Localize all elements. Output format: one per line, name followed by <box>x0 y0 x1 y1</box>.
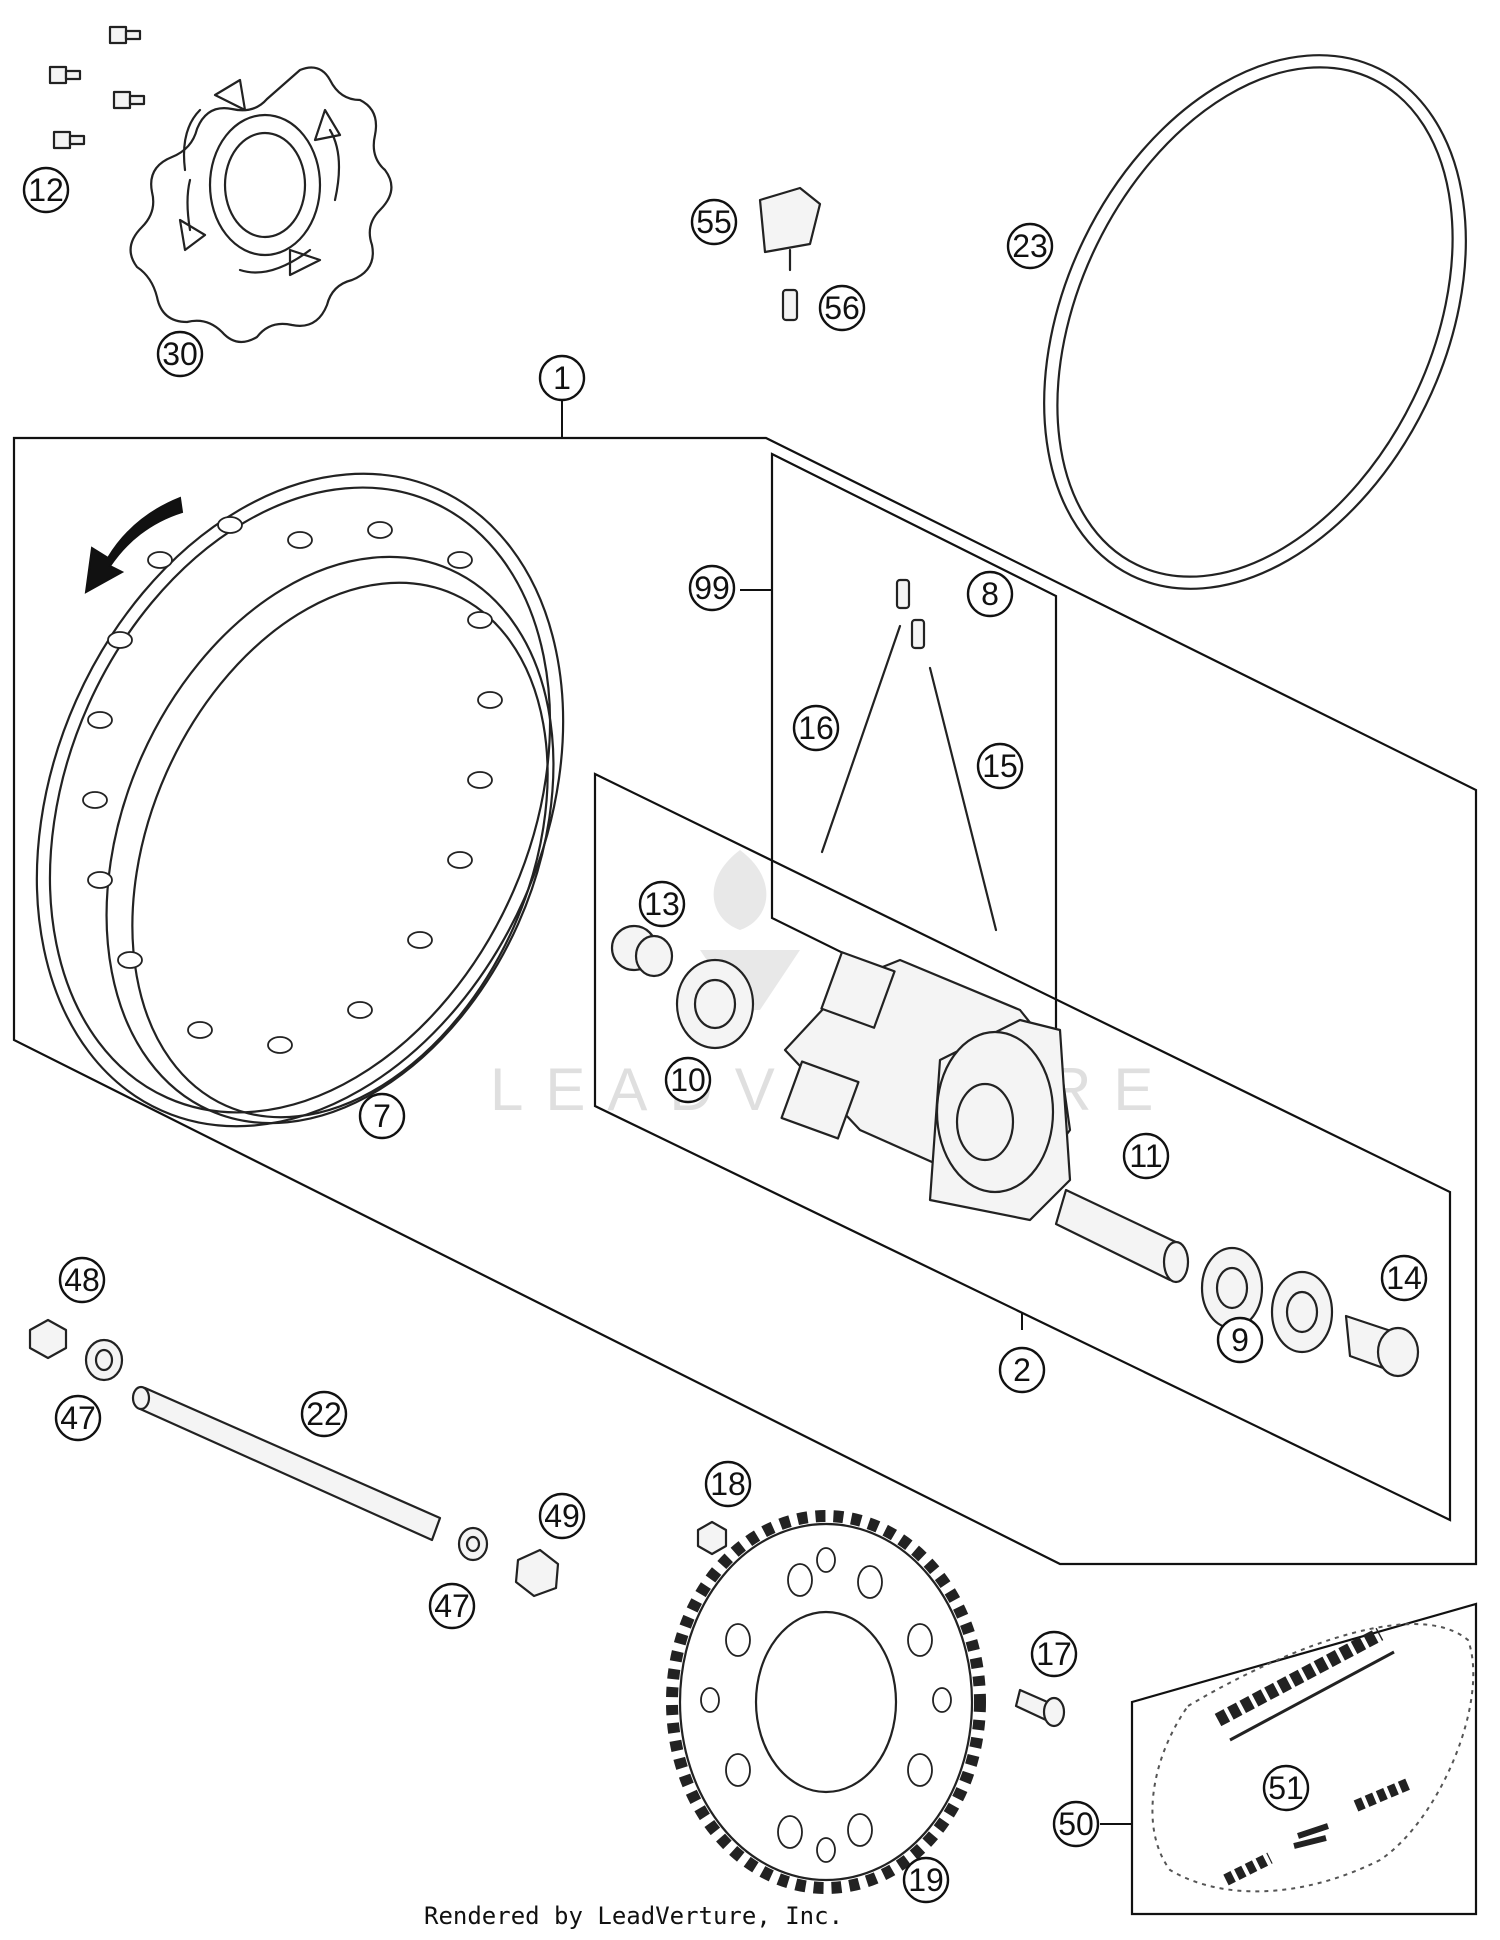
svg-text:48: 48 <box>64 1262 100 1298</box>
callout-12: 12 <box>22 166 70 214</box>
callout-16: 16 <box>792 704 840 752</box>
svg-text:17: 17 <box>1036 1636 1072 1672</box>
svg-text:13: 13 <box>644 886 680 922</box>
callout-11: 11 <box>1122 1132 1170 1180</box>
wheel-assembly-frame <box>12 436 1478 1566</box>
svg-text:2: 2 <box>1013 1352 1031 1388</box>
disc-bolts <box>48 25 146 150</box>
svg-text:10: 10 <box>670 1062 706 1098</box>
callout-56: 56 <box>818 284 866 332</box>
leader-lines <box>561 400 1132 1825</box>
footer-credit: Rendered by LeadVerture, Inc. <box>424 1902 843 1930</box>
svg-text:8: 8 <box>981 576 999 612</box>
callout-47a: 47 <box>54 1394 102 1442</box>
svg-text:19: 19 <box>908 1862 944 1898</box>
hub-parts <box>610 924 1420 1378</box>
chain <box>1151 1623 1475 1893</box>
svg-text:15: 15 <box>982 748 1018 784</box>
callout-19: 19 <box>902 1856 950 1904</box>
svg-text:47: 47 <box>60 1400 96 1436</box>
callout-22: 22 <box>300 1390 348 1438</box>
callout-14: 14 <box>1380 1254 1428 1302</box>
callout-17: 17 <box>1030 1630 1078 1678</box>
brake-disc <box>129 66 393 344</box>
svg-text:16: 16 <box>798 710 834 746</box>
axle-group <box>28 1318 1066 1728</box>
svg-text:9: 9 <box>1231 1322 1249 1358</box>
callout-47b: 47 <box>428 1582 476 1630</box>
rim-lock <box>758 186 822 322</box>
svg-text:23: 23 <box>1012 228 1048 264</box>
callout-1: 1 <box>538 354 586 402</box>
spokes <box>820 578 998 932</box>
svg-text:50: 50 <box>1058 1806 1094 1842</box>
callout-2: 2 <box>998 1346 1046 1394</box>
callout-23: 23 <box>1006 222 1054 270</box>
svg-text:7: 7 <box>373 1098 391 1134</box>
svg-text:12: 12 <box>28 172 64 208</box>
callout-99: 99 <box>688 564 736 612</box>
svg-text:47: 47 <box>434 1588 470 1624</box>
svg-text:18: 18 <box>710 1466 746 1502</box>
svg-text:99: 99 <box>694 570 730 606</box>
callout-10: 10 <box>664 1056 712 1104</box>
svg-text:14: 14 <box>1386 1260 1422 1296</box>
callout-30: 30 <box>156 330 204 378</box>
hub-assembly-frame <box>593 772 1452 1522</box>
chain-frame <box>1130 1602 1478 1916</box>
svg-text:30: 30 <box>162 336 198 372</box>
svg-text:11: 11 <box>1129 1138 1162 1174</box>
curved-arrow-icon <box>84 496 184 594</box>
callout-55: 55 <box>690 198 738 246</box>
callout-8: 8 <box>966 570 1014 618</box>
sprocket <box>666 1510 986 1894</box>
callout-51: 51 <box>1262 1764 1310 1812</box>
callout-15: 15 <box>976 742 1024 790</box>
svg-text:22: 22 <box>306 1396 342 1432</box>
svg-text:51: 51 <box>1268 1770 1304 1806</box>
svg-text:55: 55 <box>696 204 732 240</box>
callout-13: 13 <box>638 880 686 928</box>
callout-9: 9 <box>1216 1316 1264 1364</box>
callout-48: 48 <box>58 1256 106 1304</box>
svg-text:1: 1 <box>553 360 571 396</box>
rim <box>35 472 565 1128</box>
svg-text:49: 49 <box>544 1498 580 1534</box>
svg-text:56: 56 <box>824 290 860 326</box>
callout-7: 7 <box>358 1092 406 1140</box>
callout-18: 18 <box>704 1460 752 1508</box>
callout-49: 49 <box>538 1492 586 1540</box>
callout-50: 50 <box>1052 1800 1100 1848</box>
rim-band <box>1043 54 1467 590</box>
